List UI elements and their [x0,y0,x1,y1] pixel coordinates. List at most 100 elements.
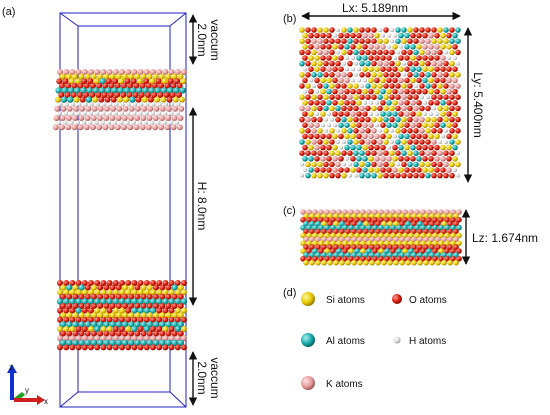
atom [91,293,97,300]
atom [163,102,169,107]
atom [398,100,404,106]
atom [154,96,161,103]
atom [329,83,335,89]
atom [78,339,85,346]
atom [395,72,401,78]
atom [177,284,184,291]
atom [356,32,362,39]
atom [302,55,308,61]
atom [84,303,91,309]
atom [456,255,462,262]
atom [443,116,449,123]
atom [422,66,428,72]
atom [75,289,82,296]
atom [348,240,354,246]
atom [312,255,318,262]
atom [321,244,327,250]
atom [150,344,156,351]
atom [153,293,159,300]
atom [63,335,70,342]
atom [338,133,344,140]
atom [380,77,386,84]
atom [168,280,175,286]
atom [435,213,441,219]
atom [97,284,104,291]
atom [323,172,329,179]
atom [338,111,344,117]
atom [389,60,395,67]
atom [401,128,407,134]
atom [381,259,387,266]
atom [146,303,153,309]
atom [327,252,333,258]
atom [140,115,147,121]
atom [314,66,320,72]
atom [360,224,366,231]
atom [395,60,401,67]
atom [321,228,327,235]
atom [393,213,399,219]
atom [383,83,389,89]
atom [177,115,184,121]
atom [408,232,414,239]
atom [401,116,407,123]
atom [94,69,101,75]
atom [435,244,441,250]
atom [395,105,401,112]
atom [437,105,443,112]
atom [93,78,100,85]
atom [372,209,378,215]
atom [72,330,79,337]
atom [333,228,339,235]
atom [335,72,341,78]
atom [378,128,382,133]
atom [309,259,315,266]
atom [63,111,69,116]
atom [151,102,156,107]
atom [143,325,150,333]
atom [338,32,344,39]
atom [109,339,116,346]
atom [344,100,350,106]
atom [422,55,428,61]
atom [431,161,437,168]
atom [401,150,407,156]
atom [404,111,410,117]
atom [59,124,65,131]
atom [422,144,428,151]
atom [386,122,392,128]
atom [369,244,375,250]
atom [174,316,181,323]
atom [308,133,314,140]
atom [359,49,365,56]
atom [158,115,165,121]
atom [428,88,434,95]
atom [341,72,347,78]
atom [392,66,398,72]
atom [302,100,308,106]
atom [413,172,419,179]
atom [100,307,107,314]
atom [351,259,357,266]
atom [87,298,95,305]
atom [435,228,441,235]
atom [426,232,432,239]
atom [134,303,141,309]
atom [59,82,65,89]
atom [125,316,132,323]
atom [176,102,181,107]
atom [363,228,369,235]
atom [336,217,342,223]
atom [152,321,160,328]
atom [318,232,324,239]
atom [425,38,431,44]
atom [139,102,144,107]
atom [146,284,153,291]
atom [75,316,82,323]
atom [153,284,159,291]
atom [311,150,317,156]
atom [87,78,94,85]
atom [137,280,144,286]
atom [321,236,327,243]
atom [398,167,404,173]
